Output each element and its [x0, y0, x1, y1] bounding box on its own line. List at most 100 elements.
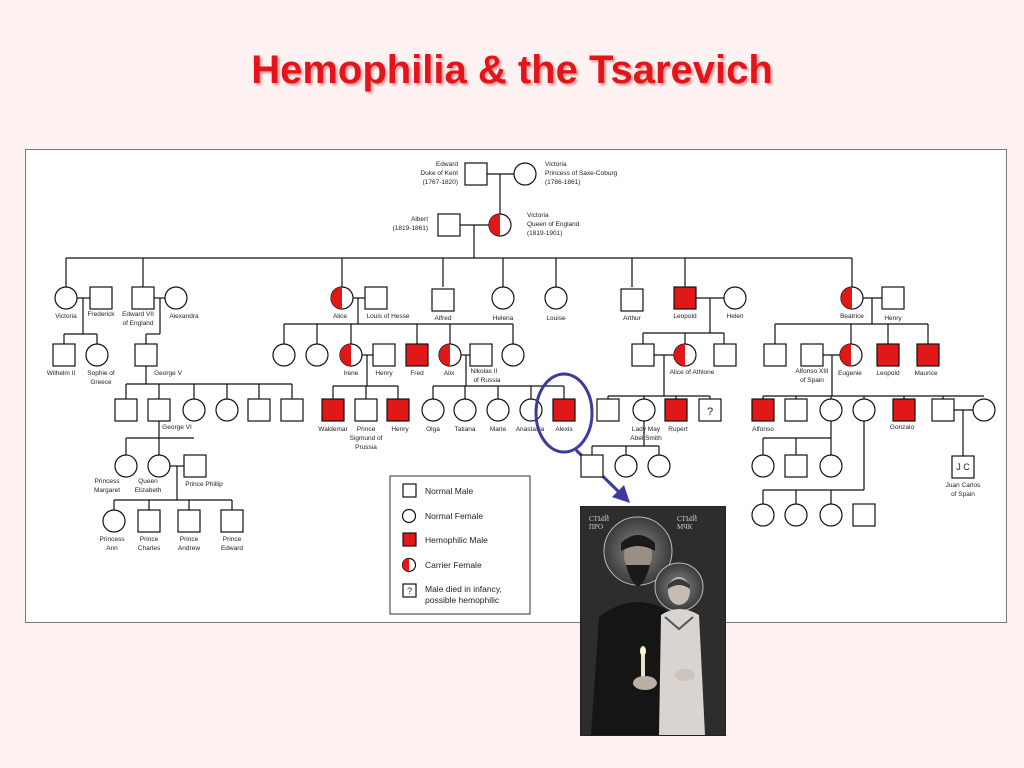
svg-text:ПРО: ПРО — [589, 523, 603, 531]
label-waldemar: Waldemar — [318, 426, 348, 433]
label-anne-1: Princess — [100, 536, 126, 543]
legend-label-infant-1: Male died in infancy, — [425, 584, 502, 594]
label-victoria-g2: Victoria — [55, 313, 77, 320]
alfonso13-child3-symbol — [819, 398, 843, 422]
legend-infant-icon — [402, 583, 417, 598]
label-alfred: Alfred — [435, 315, 452, 322]
label-charles-2: Charles — [138, 545, 161, 552]
label-alfonso: Alfonso — [752, 426, 774, 433]
label-leopold: Leopold — [673, 313, 697, 320]
lady-may-child3-symbol — [647, 454, 671, 478]
leopold-symbol — [673, 286, 697, 310]
label-louis: Louis of Hesse — [367, 313, 410, 320]
label-albert-1: Albert — [411, 216, 428, 223]
legend: Normal Male Normal Female Hemophilic Mal… — [389, 475, 531, 615]
frederick-symbol — [89, 286, 113, 310]
olga-symbol — [421, 398, 445, 422]
louis-hesse-symbol — [364, 286, 388, 310]
alexis-symbol — [552, 398, 576, 422]
lady-may-child2-symbol — [614, 454, 638, 478]
alfonso13-child2-symbol — [784, 398, 808, 422]
alfred-symbol — [431, 288, 455, 312]
label-edward-1: Edward — [436, 161, 458, 168]
rasputin-alexis-icon-image: СТЫЙ ПРО СТЫЙ МЧК — [580, 506, 726, 736]
svg-text:СТЫЙ: СТЫЙ — [589, 515, 609, 523]
lady-may-child1-symbol — [580, 454, 604, 478]
label-helen: Helen — [727, 313, 744, 320]
label-edward-2: Duke of Kent — [420, 170, 458, 177]
george5-child3-symbol — [182, 398, 206, 422]
label-alexandra: Alexandra — [169, 313, 199, 320]
label-juan-carlos-1: Juan Carlos — [946, 482, 981, 489]
arrow-head — [612, 485, 630, 503]
lady-may-symbol — [632, 398, 656, 422]
label-frederick: Frederick — [87, 311, 115, 318]
gen6: Princess Margaret Queen Elizabeth Prince… — [94, 437, 981, 500]
philip-symbol — [183, 454, 207, 478]
label-nikolas-1: Nikolas II — [471, 368, 498, 375]
label-edward-p-2: Edward — [221, 545, 243, 552]
legend-label-carrier-female: Carrier Female — [425, 560, 482, 570]
label-alexis: Alexis — [555, 426, 573, 433]
label-queen-3: (1819-1901) — [527, 230, 562, 237]
label-louise: Louise — [546, 315, 566, 322]
label-sophie-1: Sophie of — [87, 370, 115, 377]
label-nikolas-2: of Russia — [473, 377, 500, 384]
leopold2-symbol — [876, 343, 900, 367]
label-leopold2: Leopold — [876, 370, 900, 377]
gen4: Wilhelm II Sophie of Greece George V Ire… — [47, 323, 940, 396]
label-vsaxe-1: Victoria — [545, 161, 567, 168]
alfonso-symbol — [751, 398, 775, 422]
label-sophie-2: Greece — [90, 379, 112, 386]
label-anastasia: Anastasia — [516, 426, 545, 433]
label-tatiana: Tatiana — [455, 426, 476, 433]
george5-child1-symbol — [114, 398, 138, 422]
label-vsaxe-3: (1786-1861) — [545, 179, 580, 186]
spain-gc2-symbol — [784, 454, 808, 478]
label-beatrice: Beatrice — [840, 313, 864, 320]
alexandra-symbol — [164, 286, 188, 310]
label-sigmund-1: Prince — [357, 426, 376, 433]
label-andrew-2: Andrew — [178, 545, 200, 552]
label-edward-3: (1767-1820) — [423, 179, 458, 186]
nikolas-symbol — [469, 343, 493, 367]
label-vsaxe-2: Princess of Saxe-Coburg — [545, 170, 618, 177]
label-arthur: Arthur — [623, 315, 642, 322]
legend-label-infant-2: possible hemophilic — [425, 595, 500, 605]
albert-symbol — [437, 213, 461, 237]
spain-gc1-symbol — [751, 454, 775, 478]
helena-symbol — [491, 286, 515, 310]
maurice-symbol — [916, 343, 940, 367]
tatiana-symbol — [453, 398, 477, 422]
label-irene: Irene — [344, 370, 359, 377]
alfonso13-child6-symbol — [931, 398, 955, 422]
leopold-child1-symbol — [631, 343, 655, 367]
label-henry-b: Henry — [884, 315, 902, 322]
label-george5: George V — [154, 370, 182, 377]
alfonso13-child4-symbol — [852, 398, 876, 422]
gen5: George VI Waldemar Prince Sigmund of Pru… — [114, 372, 996, 503]
label-george6: George VI — [162, 424, 192, 431]
andrew-symbol — [177, 509, 201, 533]
label-lady-may-1: Lady May — [632, 426, 661, 433]
svg-text:МЧК: МЧК — [677, 523, 693, 531]
margaret-symbol — [114, 454, 138, 478]
athlone-child1-symbol — [596, 398, 620, 422]
label-queen-2: Queen of England — [527, 221, 580, 228]
label-henry-w: Henry — [391, 426, 409, 433]
edward-p-symbol — [220, 509, 244, 533]
label-alix: Alix — [444, 370, 455, 377]
charles-symbol — [137, 509, 161, 533]
label-margaret-2: Margaret — [94, 487, 120, 494]
fred-symbol — [405, 343, 429, 367]
label-marie: Marie — [490, 426, 507, 433]
label-eugenie: Eugenie — [838, 370, 862, 377]
label-philip: Prince Phillip — [185, 481, 223, 488]
label-gonzalo: Gonzalo — [890, 424, 915, 431]
gen7: Princess Ann Prince Charles Prince Andre… — [100, 489, 876, 552]
spain-ggc3-symbol — [819, 503, 843, 527]
legend-label-hemophilic-male: Hemophilic Male — [425, 535, 488, 545]
label-wilhelm: Wilhelm II — [47, 370, 76, 377]
alice-daughter7-symbol — [501, 343, 525, 367]
page-title: Hemophilia & the Tsarevich — [251, 48, 773, 92]
